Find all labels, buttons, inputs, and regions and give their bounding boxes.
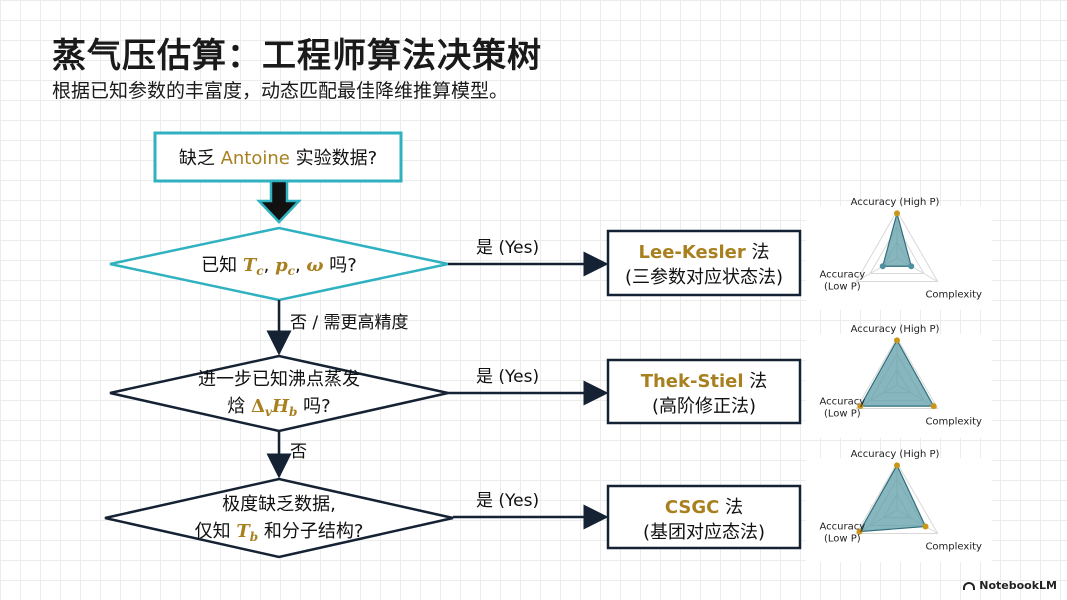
radar-grid — [855, 209, 939, 282]
decision-1-label: 已知 Tc, pc, ω 吗? — [201, 255, 357, 278]
page-title: 蒸气压估算：工程师算法决策树 — [52, 36, 542, 76]
decision-1-prefix: 已知 — [201, 255, 243, 276]
decision-1-suffix: 吗? — [324, 255, 357, 276]
edge-yes-2-label: 是 (Yes) — [476, 367, 539, 387]
radar-label-accuracy-low: Accuracy — [819, 270, 865, 281]
radar-label-accuracy-low: Accuracy — [819, 397, 865, 408]
edge-yes-3-label: 是 (Yes) — [476, 491, 539, 511]
radar-point — [930, 403, 937, 410]
radar-grid — [869, 225, 925, 275]
result-1-desc: (三参数对应状态法) — [625, 267, 783, 288]
radar-label-accuracy-high: Accuracy (High P) — [851, 197, 940, 208]
brand-name: NotebookLM — [979, 579, 1057, 592]
radar-label-complexity: Complexity — [925, 417, 982, 428]
edge-no-2-label: 否 — [290, 442, 307, 462]
radar-point — [856, 528, 863, 535]
result-3-title: CSGC 法 — [665, 497, 743, 518]
result-box-2 — [606, 358, 802, 425]
radar-point — [894, 337, 900, 344]
radar-chart-lee-kesler: Accuracy (High P) Accuracy(Low P) Complexi… — [819, 197, 982, 301]
radar-label-accuracy-low: Accuracy — [819, 522, 865, 533]
symbol-p: p — [275, 255, 288, 276]
start-node — [153, 131, 403, 183]
radar-point — [879, 263, 886, 270]
radar-point — [857, 403, 864, 410]
decision-2-diamond — [109, 354, 449, 433]
radar-point — [908, 263, 915, 270]
symbol-T-sub: c — [256, 264, 264, 278]
notebooklm-icon — [963, 581, 976, 590]
start-highlight: Antoine — [221, 148, 290, 169]
radar-chart-thek-stiel: Accuracy (High P) Accuracy(Low P) Complexi… — [819, 324, 982, 428]
result-box-1 — [606, 229, 802, 297]
result-1-title: Lee-Kesler 法 — [639, 242, 770, 263]
edge-yes-1-label: 是 (Yes) — [476, 238, 539, 258]
result-box-3 — [606, 484, 802, 550]
decision-3-line1: 极度缺乏数据, — [222, 494, 336, 515]
page-subtitle: 根据已知参数的丰富度，动态匹配最佳降维推算模型。 — [52, 80, 509, 102]
radar-point — [894, 462, 900, 469]
brand-logo: NotebookLM — [963, 579, 1057, 592]
result-2-desc: (高阶修正法) — [652, 396, 756, 417]
radar-label-accuracy-high: Accuracy (High P) — [851, 324, 940, 335]
symbol-omega: ω — [306, 255, 323, 276]
radar-label-complexity: Complexity — [925, 290, 982, 301]
radar-label-complexity: Complexity — [925, 542, 982, 553]
decision-3-diamond — [104, 477, 454, 559]
radar-label-accuracy-low-sub: (Low P) — [824, 534, 861, 545]
result-3-desc: (基团对应态法) — [643, 522, 765, 543]
result-2-title: Thek-Stiel 法 — [641, 371, 768, 392]
start-node-label: 缺乏 Antoine 实验数据? — [179, 148, 377, 169]
radar-area — [881, 211, 913, 267]
decision-3-line2: 仅知 Tb 和分子结构? — [195, 521, 364, 544]
symbol-p-sub: c — [288, 264, 296, 278]
radar-label-accuracy-low-sub: (Low P) — [824, 282, 861, 293]
start-prefix: 缺乏 — [179, 148, 221, 169]
radar-grid — [855, 461, 939, 534]
radar-point — [894, 210, 900, 217]
start-block-arrow — [256, 179, 302, 224]
symbol-T: T — [243, 255, 258, 276]
edge-no-1-label: 否 / 需更高精度 — [290, 313, 409, 333]
decision-2-line1: 进一步已知沸点蒸发 — [198, 369, 360, 390]
start-suffix: 实验数据? — [290, 148, 377, 169]
decision-2-line2: 焓 ΔvHb 吗? — [227, 396, 330, 419]
radar-area — [858, 464, 927, 533]
radar-chart-csgc: Accuracy (High P) Accuracy(Low P) Complexi… — [819, 449, 982, 553]
radar-grid — [855, 336, 939, 409]
radar-label-accuracy-low-sub: (Low P) — [824, 409, 861, 420]
radar-label-accuracy-high: Accuracy (High P) — [851, 449, 940, 460]
radar-point — [922, 523, 929, 530]
radar-area — [859, 339, 935, 407]
